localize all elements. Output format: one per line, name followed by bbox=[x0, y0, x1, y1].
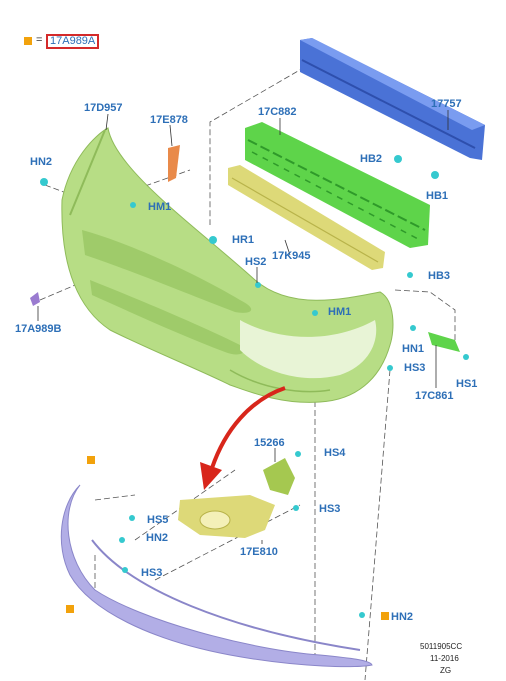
fastener-hs3-c bbox=[293, 505, 299, 511]
reference-markers bbox=[66, 456, 389, 620]
callout-17757: 17757 bbox=[431, 98, 462, 110]
reference-marker-right bbox=[381, 612, 389, 620]
fastener-hn1 bbox=[410, 325, 416, 331]
callout-HS3-c: HS3 bbox=[319, 503, 341, 515]
callout-17E878: 17E878 bbox=[150, 114, 188, 126]
bracket-17C861 bbox=[428, 332, 460, 352]
fastener-hn2-mid bbox=[119, 537, 125, 543]
callout-HR1: HR1 bbox=[232, 234, 255, 246]
fastener-hm1-b bbox=[312, 310, 318, 316]
fastener-hn2-top bbox=[40, 178, 48, 186]
fastener-hb1 bbox=[431, 171, 439, 179]
fastener-hs2 bbox=[255, 282, 261, 288]
fog-lamp-bracket-17E810 bbox=[178, 495, 275, 538]
footer-line-3: ZG bbox=[440, 666, 452, 675]
fastener-hs1 bbox=[463, 354, 469, 360]
footer-line-1: 5011905CC bbox=[420, 642, 463, 651]
legend-part-code: 17A989A bbox=[46, 34, 100, 49]
callout-HN2-mid: HN2 bbox=[146, 532, 169, 544]
callout-HS3-b: HS3 bbox=[141, 567, 163, 579]
reference-marker-top bbox=[87, 456, 95, 464]
bracket-15266 bbox=[263, 458, 295, 495]
fastener-hb3 bbox=[407, 272, 413, 278]
footer-line-2: 11-2016 bbox=[430, 654, 459, 663]
callout-17E810: 17E810 bbox=[240, 546, 278, 558]
callout-17C882: 17C882 bbox=[258, 106, 297, 118]
fastener-hb2 bbox=[394, 155, 402, 163]
bracket-17E878 bbox=[168, 145, 180, 182]
callout-HN1: HN1 bbox=[402, 343, 425, 355]
fastener-hm1-a bbox=[130, 202, 136, 208]
callout-HB1: HB1 bbox=[426, 190, 449, 202]
fastener-hs3-b bbox=[122, 567, 128, 573]
callout-HN2-bottom: HN2 bbox=[391, 611, 414, 623]
fasteners bbox=[40, 155, 469, 618]
callout-17A989B: 17A989B bbox=[15, 323, 62, 335]
callout-HS1: HS1 bbox=[456, 378, 478, 390]
energy-absorber-17C882 bbox=[245, 122, 430, 248]
lower-lip-spoiler bbox=[60, 484, 373, 668]
callout-HB3: HB3 bbox=[428, 270, 451, 282]
callout-HM1-a: HM1 bbox=[148, 201, 172, 213]
legend-equals: = bbox=[36, 34, 43, 46]
callout-HS3-a: HS3 bbox=[404, 362, 426, 374]
fastener-hs5 bbox=[129, 515, 135, 521]
fastener-hs3-a bbox=[387, 365, 393, 371]
reinforcement-17K945 bbox=[228, 165, 385, 270]
assembly-arrow bbox=[200, 386, 286, 490]
callout-HS2: HS2 bbox=[245, 256, 267, 268]
callout-HS5: HS5 bbox=[147, 514, 169, 526]
callout-15266: 15266 bbox=[254, 437, 285, 449]
callout-17D957: 17D957 bbox=[84, 102, 123, 114]
callout-17K945: 17K945 bbox=[272, 250, 311, 262]
clip-17A989B bbox=[30, 292, 40, 306]
callout-HN2-top: HN2 bbox=[30, 156, 53, 168]
fastener-hr1 bbox=[209, 236, 217, 244]
legend-orange-square bbox=[24, 37, 32, 45]
callout-HB2: HB2 bbox=[360, 153, 383, 165]
callout-17C861: 17C861 bbox=[415, 390, 454, 402]
callout-leaders bbox=[37, 110, 449, 544]
callout-HM1-b: HM1 bbox=[328, 306, 352, 318]
fastener-hs4 bbox=[295, 451, 301, 457]
impact-beam-17757 bbox=[300, 38, 485, 160]
reference-marker-left bbox=[66, 605, 74, 613]
fastener-hn2-bottom bbox=[359, 612, 365, 618]
callout-HS4: HS4 bbox=[324, 447, 346, 459]
